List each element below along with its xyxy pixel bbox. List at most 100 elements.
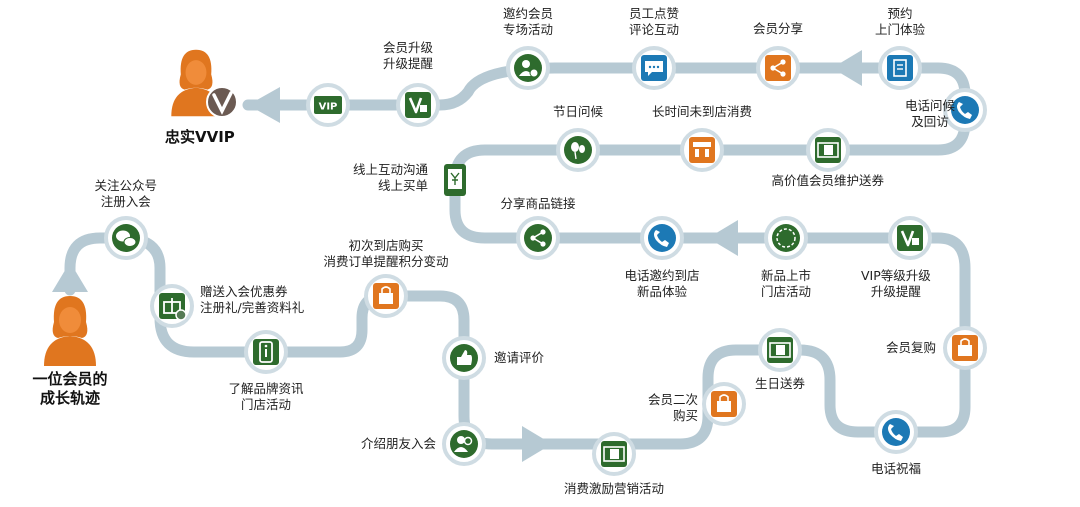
label-line-2: 评论互动 bbox=[629, 22, 680, 37]
label-line-1: 高价值会员维护送券 bbox=[771, 173, 885, 188]
arrow-left-top bbox=[832, 50, 862, 86]
label-blessing: 电话祝福 bbox=[871, 461, 921, 477]
label-holiday: 节日问候 bbox=[553, 104, 603, 120]
node-repurchase bbox=[943, 326, 987, 370]
start-caption-line: 成长轨迹 bbox=[40, 389, 101, 407]
label-line-1: 介绍朋友入会 bbox=[361, 436, 437, 451]
vvip-title: 忠实VVIP bbox=[165, 128, 235, 147]
node-share bbox=[516, 216, 560, 260]
node-review bbox=[442, 336, 486, 380]
label-line-1: 赠送入会优惠券 bbox=[200, 284, 288, 299]
node-info bbox=[244, 330, 288, 374]
start-member-figure bbox=[44, 296, 96, 366]
shopping-bag-icon bbox=[711, 391, 737, 417]
direction-arrows bbox=[52, 50, 862, 462]
label-line-2: 门店活动 bbox=[761, 284, 812, 299]
label-line-1: 邀约会员 bbox=[503, 6, 554, 21]
label-booking: 预约上门体验 bbox=[875, 6, 925, 38]
label-line-1: 长时间未到店消费 bbox=[652, 104, 753, 119]
node-referral bbox=[442, 422, 486, 466]
label-line-2: 注册入会 bbox=[100, 194, 151, 209]
node-longtime bbox=[680, 128, 724, 172]
label-line-1: 会员复购 bbox=[886, 340, 937, 355]
label-newproduct: 新品上市门店活动 bbox=[761, 268, 811, 300]
info-phone-icon bbox=[253, 339, 279, 365]
label-line-1: 分享商品链接 bbox=[500, 196, 576, 211]
person-figures bbox=[44, 49, 238, 366]
node-gift bbox=[150, 284, 194, 328]
vip-level-icon bbox=[897, 225, 923, 251]
node-highvalue bbox=[806, 128, 850, 172]
label-line-2: 及回访 bbox=[911, 114, 949, 129]
label-highvalue: 高价值会员维护送券 bbox=[772, 173, 885, 189]
arrow-stem bbox=[278, 100, 292, 110]
store-icon bbox=[689, 137, 715, 163]
label-follow: 关注公众号注册入会 bbox=[95, 178, 158, 210]
node-invitenew bbox=[640, 216, 684, 260]
node-upgrade2 bbox=[396, 83, 440, 127]
thumbs-up-icon bbox=[450, 344, 478, 372]
coupon-icon bbox=[601, 441, 627, 467]
label-line-1: 关注公众号 bbox=[94, 178, 158, 193]
vip-badge-text: VIP bbox=[319, 102, 338, 113]
share-icon bbox=[524, 224, 552, 252]
add-user-icon bbox=[514, 54, 542, 82]
phone-icon bbox=[882, 418, 910, 446]
label-vipupgrade: VIP等级升级升级提醒 bbox=[861, 268, 931, 300]
node-follow bbox=[104, 216, 148, 260]
vip-badge: VIP bbox=[306, 83, 350, 127]
journey-nodes: VIP bbox=[104, 46, 987, 476]
label-upgrade2: 会员升级升级提醒 bbox=[383, 40, 433, 72]
label-line-2: 注册礼/完善资料礼 bbox=[200, 300, 305, 315]
label-membershare: 会员分享 bbox=[753, 21, 803, 37]
label-review: 邀请评价 bbox=[494, 350, 544, 366]
label-referral: 介绍朋友入会 bbox=[361, 436, 436, 452]
new-badge-icon bbox=[772, 224, 800, 252]
coupon-icon bbox=[767, 337, 793, 363]
arrow-left-newproduct bbox=[708, 220, 738, 256]
label-repurchase: 会员复购 bbox=[886, 340, 936, 356]
node-blessing bbox=[874, 410, 918, 454]
label-line-1: 初次到店购买 bbox=[348, 238, 424, 253]
arrow-up-start bbox=[52, 262, 88, 292]
vvip-title-line: 忠实VVIP bbox=[165, 128, 235, 146]
label-birthday: 生日送券 bbox=[755, 376, 805, 392]
node-firstbuy bbox=[364, 274, 408, 318]
chat-icon bbox=[641, 55, 667, 81]
node-holiday bbox=[556, 128, 600, 172]
label-line-2: 升级提醒 bbox=[383, 56, 434, 71]
node-callback bbox=[943, 88, 987, 132]
label-longtime: 长时间未到店消费 bbox=[652, 104, 752, 120]
start-caption-line: 一位会员的 bbox=[32, 370, 108, 388]
label-line-2: 购买 bbox=[673, 408, 699, 423]
label-line-2: 升级提醒 bbox=[870, 284, 921, 299]
label-incentive: 消费激励营销活动 bbox=[564, 481, 664, 497]
phone-icon bbox=[648, 224, 676, 252]
vip-level-icon bbox=[405, 92, 431, 118]
label-staffcomment: 员工点赞评论互动 bbox=[629, 6, 679, 38]
coupon-icon bbox=[815, 137, 841, 163]
label-line-1: 线上互动沟通 bbox=[353, 162, 429, 177]
label-line-1: 了解品牌资讯 bbox=[228, 381, 304, 396]
shopping-bag-icon bbox=[952, 335, 978, 361]
label-line-1: 电话邀约到店 bbox=[624, 268, 700, 283]
label-line-1: 新品上市 bbox=[761, 268, 812, 283]
label-callback: 电话问候及回访 bbox=[905, 98, 955, 130]
label-line-1: 消费激励营销活动 bbox=[564, 481, 665, 496]
label-line-1: VIP等级升级 bbox=[861, 268, 931, 283]
label-line-1: 电话祝福 bbox=[871, 461, 922, 476]
booking-icon bbox=[887, 55, 913, 81]
node-membershare bbox=[756, 46, 800, 90]
label-firstbuy: 初次到店购买消费订单提醒积分变动 bbox=[324, 238, 449, 270]
label-line-2: 上门体验 bbox=[875, 22, 926, 37]
node-booking bbox=[878, 46, 922, 90]
label-info: 了解品牌资讯门店活动 bbox=[229, 381, 304, 413]
phone-icon bbox=[951, 96, 979, 124]
users-icon bbox=[450, 430, 478, 458]
node-staffcomment bbox=[632, 46, 676, 90]
label-line-2: 专场活动 bbox=[503, 22, 554, 37]
label-invitenew: 电话邀约到店新品体验 bbox=[625, 268, 700, 300]
label-online: 线上互动沟通线上买单 bbox=[353, 162, 428, 194]
label-line-1: 会员分享 bbox=[753, 21, 804, 36]
label-line-1: 电话问候 bbox=[905, 98, 956, 113]
